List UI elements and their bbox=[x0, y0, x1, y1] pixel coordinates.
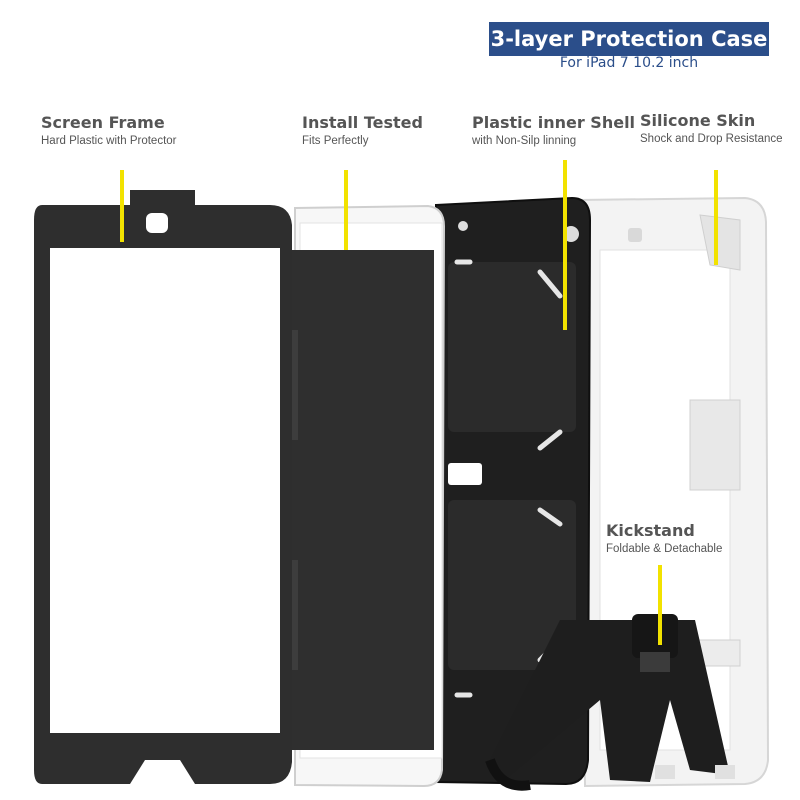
callout-silicone-skin: Silicone Skin Shock and Drop Resistance bbox=[640, 111, 783, 145]
header-subtitle: For iPad 7 10.2 inch bbox=[559, 55, 699, 71]
callout-inner-shell: Plastic inner Shell with Non-Silp linnin… bbox=[472, 113, 635, 147]
callout-subtitle: Hard Plastic with Protector bbox=[41, 135, 177, 147]
callout-install-tested: Install Tested Fits Perfectly bbox=[302, 113, 423, 147]
callout-subtitle: with Non-Silp linning bbox=[472, 135, 577, 147]
callout-subtitle: Foldable & Detachable bbox=[606, 543, 723, 555]
callout-screen-frame: Screen Frame Hard Plastic with Protector bbox=[41, 113, 177, 147]
callout-title: Install Tested bbox=[302, 113, 423, 132]
header-title: 3-layer Protection Case bbox=[489, 22, 769, 56]
callout-subtitle: Fits Perfectly bbox=[302, 135, 369, 147]
callout-title: Silicone Skin bbox=[640, 111, 756, 130]
callout-title: Kickstand bbox=[606, 521, 695, 540]
callout-pointers bbox=[120, 160, 718, 645]
callout-kickstand: Kickstand Foldable & Detachable bbox=[606, 521, 722, 555]
callout-title: Plastic inner Shell bbox=[472, 113, 636, 132]
kickstand bbox=[485, 614, 735, 791]
screen-frame bbox=[34, 190, 292, 784]
callout-subtitle: Shock and Drop Resistance bbox=[640, 133, 783, 145]
callout-title: Screen Frame bbox=[41, 113, 165, 132]
